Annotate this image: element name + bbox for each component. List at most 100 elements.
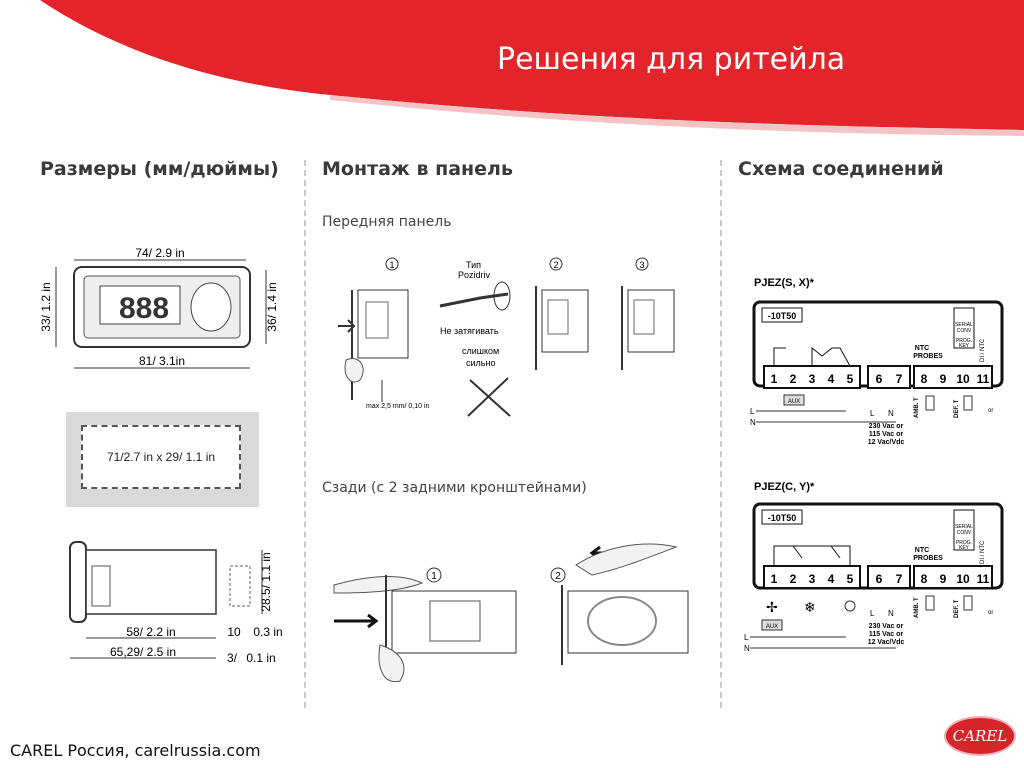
- terminal-label: 10: [956, 572, 970, 586]
- neutral-label: N: [750, 418, 756, 427]
- terminal-label: 6: [876, 572, 883, 586]
- or-label: or: [988, 610, 993, 616]
- step-2-marker: [549, 257, 563, 271]
- supply-label-1: 230 Vac or: [869, 623, 904, 630]
- controller-connector: [633, 299, 655, 335]
- ntc-probes-label: PROBES: [913, 555, 943, 562]
- line-label: L: [750, 407, 755, 416]
- terminal-label: 9: [940, 372, 947, 386]
- panel-thickness-label: max 2,5 mm/ 0,10 in: [366, 403, 430, 410]
- keypad-icon: [190, 282, 232, 332]
- side-bezel-label: 3/: [227, 651, 238, 665]
- serial-port: [953, 509, 975, 551]
- wiring-heading: Схема соединений: [738, 158, 944, 180]
- rear-step-1-marker: [426, 567, 442, 583]
- rear-bracket: [429, 600, 481, 642]
- terminal-label: 8: [921, 372, 928, 386]
- controller-body: [391, 590, 517, 654]
- front-height-label: 33/ 1.2 in: [39, 282, 53, 331]
- rotation-icon: [493, 281, 511, 311]
- warning-line-3: сильно: [466, 358, 495, 368]
- prog-key-label: KEY: [959, 343, 970, 349]
- model-tag-label: -10T50: [768, 311, 797, 321]
- supply-label-2: 115 Vac or: [869, 431, 904, 438]
- side-dimension-drawing: 28.5/ 1.1 in 58/ 2.2 in 10 0.3 in 65,29/…: [69, 541, 283, 665]
- terminal-label: 3: [809, 572, 816, 586]
- supply-label-3: 12 Vac/Vdc: [868, 639, 905, 646]
- di-ntc-label: DI / NTC: [980, 338, 986, 362]
- aux-box: [783, 394, 805, 406]
- side-connector: [91, 565, 111, 607]
- slide-title: Решения для ритейла: [497, 42, 846, 77]
- terminal-block-a: [763, 565, 861, 589]
- side-front-in-label: 0.3 in: [253, 625, 282, 639]
- neutral-label: N: [744, 644, 750, 653]
- hand-icon: [575, 543, 678, 576]
- terminal-block-b: [867, 565, 911, 589]
- amb-label: AMB. T: [914, 397, 920, 418]
- rear-bracket: [587, 596, 657, 646]
- front-total-width-label: 81/ 3.1in: [139, 354, 185, 368]
- supply-line-label: L: [870, 609, 875, 618]
- screwdriver-icon: [439, 292, 509, 308]
- controller-connector: [365, 301, 389, 339]
- serial-port: [953, 307, 975, 349]
- serial-conv-label: CONV: [957, 328, 972, 334]
- aux-label: AUX: [766, 624, 778, 630]
- terminal-label: 4: [828, 372, 835, 386]
- hand-icon: [378, 644, 405, 683]
- terminal-label: 1: [771, 572, 778, 586]
- controller-body: [627, 289, 675, 353]
- logo-text: CAREL: [952, 727, 1008, 745]
- side-total-label: 65,29/ 2.5 in: [110, 645, 176, 659]
- cross-icon: [469, 379, 511, 417]
- controller-body: [541, 289, 589, 353]
- display-digits-icon: 888: [119, 292, 169, 325]
- push-arrow-icon: [334, 613, 379, 629]
- wiring-diagrams: PJEZ(S, X)* -10T50 NTC PROBES SERIAL CON…: [744, 277, 1004, 653]
- wiring-diagram-1: PJEZ(S, X)* -10T50 NTC PROBES SERIAL CON…: [750, 277, 1004, 446]
- banner-shape: [40, 0, 1024, 130]
- def-label: DEF. T: [954, 399, 960, 418]
- prog-key-label: KEY: [959, 545, 970, 551]
- terminal-block-c: [913, 365, 993, 389]
- terminal-label: 3: [809, 372, 816, 386]
- terminal-numbers: 1 2 3 4 5 6 7 8 9 10 11: [771, 372, 990, 386]
- hand-icon: [333, 576, 424, 594]
- aux-label: AUX: [788, 399, 800, 405]
- side-depth-label: 58/ 2.2 in: [126, 625, 175, 639]
- sizes-heading: Размеры (мм/дюймы): [40, 158, 279, 180]
- serial-label: SERIAL: [955, 322, 973, 328]
- carel-logo: CAREL: [946, 718, 1014, 754]
- side-front-label: 10: [227, 625, 241, 639]
- banner-shadow: [330, 95, 1024, 136]
- terminal-label: 5: [847, 572, 854, 586]
- screw-type-name: Pozidriv: [458, 270, 491, 280]
- probe-icon: [925, 595, 935, 611]
- mounting-heading: Монтаж в панель: [322, 158, 513, 180]
- di-ntc-label: DI / NTC: [980, 540, 986, 564]
- wiring-diagram-2: PJEZ(C, Y)* -10T50 NTC PROBES SERIAL CON…: [744, 481, 1004, 653]
- side-clearance: [229, 565, 251, 607]
- rear-mounting-drawing: 1 2: [333, 543, 689, 683]
- step-2-number: 2: [553, 260, 558, 270]
- front-height-right-label: 36/ 1.4 in: [265, 282, 279, 331]
- relay-contacts: [773, 545, 851, 566]
- terminal-label: 8: [921, 572, 928, 586]
- supply-label-1: 230 Vac or: [869, 423, 904, 430]
- step-3-number: 3: [639, 260, 644, 270]
- supply-neutral-label: N: [888, 609, 894, 618]
- terminal-label: 2: [790, 572, 797, 586]
- supply-label-2: 115 Vac or: [869, 631, 904, 638]
- supply-line-label: L: [870, 409, 875, 418]
- ntc-label: NTC: [915, 345, 929, 352]
- warning-line-1: Не затягивать: [440, 326, 499, 336]
- probe-icon: [963, 595, 973, 611]
- screw-type-label: Тип: [466, 260, 481, 270]
- prog-label: PROG.: [956, 540, 972, 546]
- model-tag-label: -10T50: [768, 513, 797, 523]
- aux-box: [761, 619, 783, 631]
- rear-step-2-number: 2: [555, 571, 561, 582]
- warning-line-2: слишком: [462, 346, 499, 356]
- hand-icon: [344, 358, 364, 383]
